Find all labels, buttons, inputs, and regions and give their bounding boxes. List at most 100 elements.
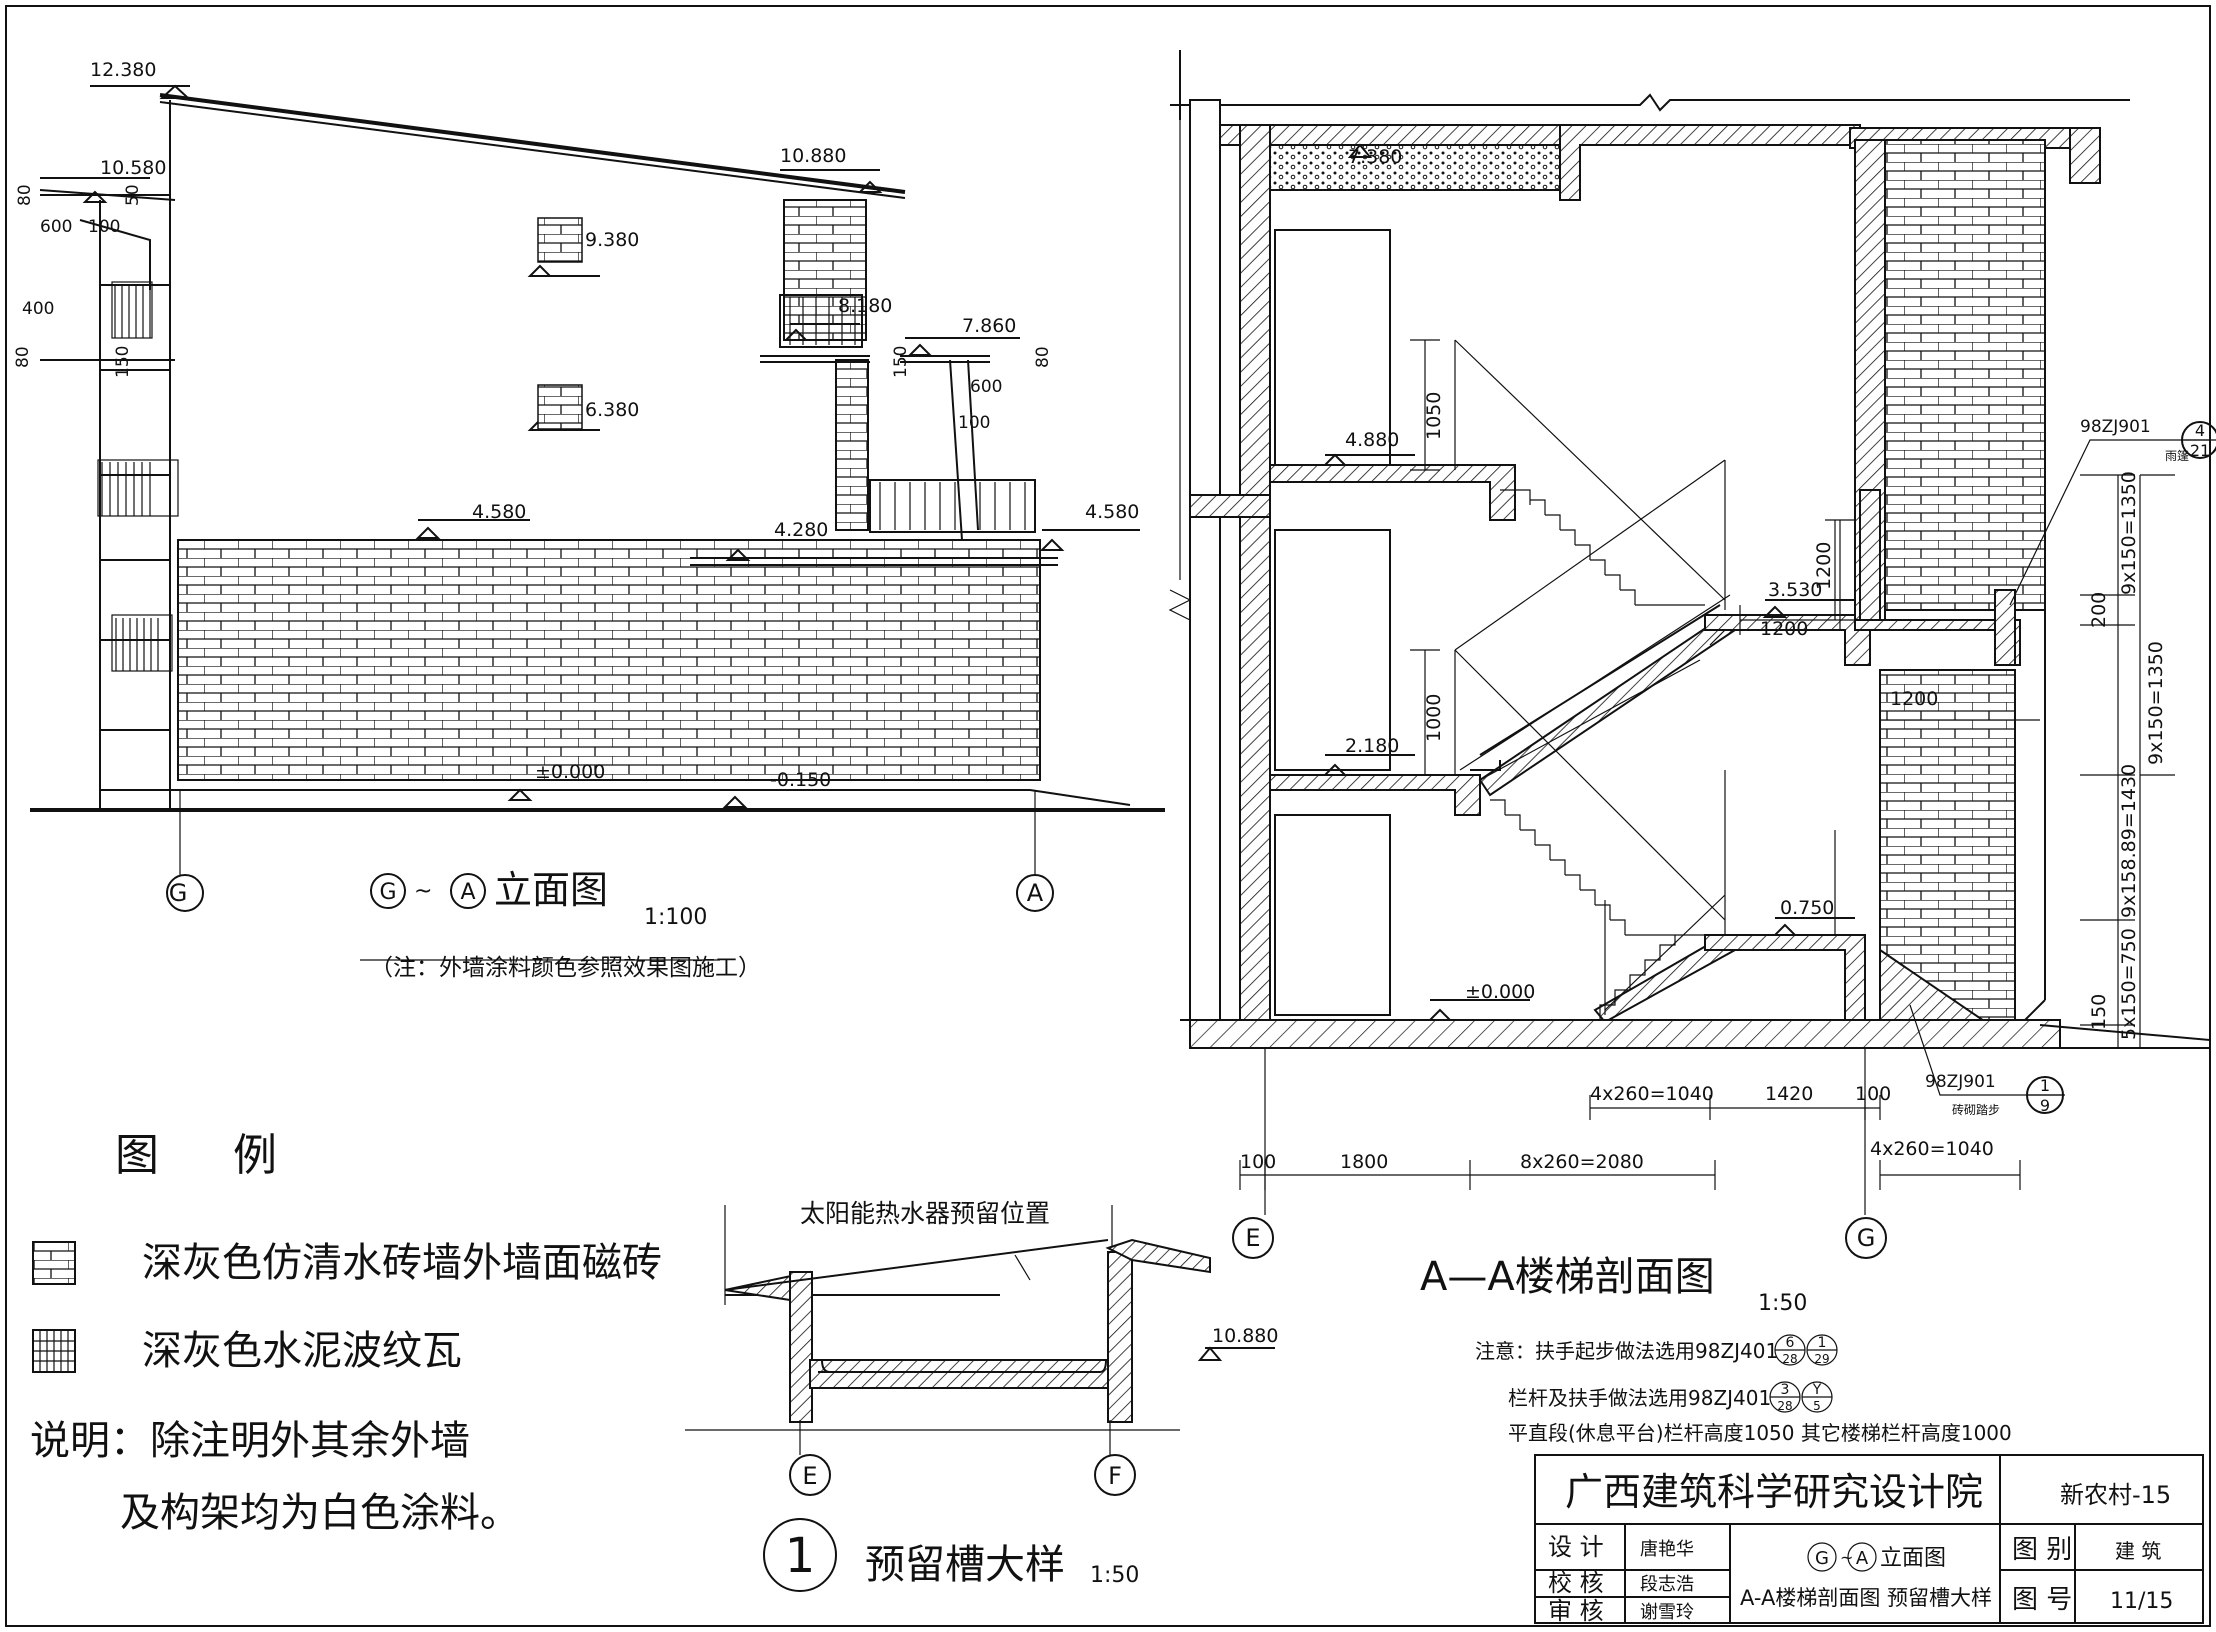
role-3: 审 核 [1548,1597,1604,1625]
elev-level-5: 8.180 [838,295,892,317]
section-level-1: 7.380 [1348,146,1402,168]
legend-item-1-label: 深灰色仿清水砖墙外墙面磁砖 [142,1240,662,1286]
section-note-3: 平直段(休息平台)栏杆高度1050 其它楼梯栏杆高度1000 [1508,1421,2012,1445]
drawing-name-axis-1: G [1815,1548,1829,1569]
section-note-1: 注意：扶手起步做法选用98ZJ401 [1475,1339,1778,1363]
elev-level-9: 4.280 [774,519,828,541]
section-axis-right: G [1857,1224,1876,1252]
category-label: 图 别 [2012,1535,2072,1565]
elev-level-10: 4.580 [1085,501,1139,523]
brick-hatch-icon [32,1241,76,1285]
legend-item-2-label: 深灰色水泥波纹瓦 [142,1328,462,1374]
detail-axis-right: F [1108,1462,1122,1490]
section-level-3: 3.530 [1768,579,1822,601]
elev-dim-7: 150 [113,346,133,378]
ref-step-code: 98ZJ901 [1925,1072,1996,1092]
elev-dim-10: 600 [970,377,1002,397]
detail-level: 10.880 [1212,1325,1278,1347]
note-ref-1-num: 6 [1786,1335,1795,1351]
section-vdim-9: 150 [2088,994,2110,1030]
section-vdim-4: 9x150=1350 [2118,471,2140,595]
svg-text:~: ~ [1840,1548,1853,1567]
section-hdim-row2-2: 1800 [1340,1151,1388,1173]
section-vdim-2: 1200 [1813,542,1835,590]
drawing-name-axis-2: A [1856,1548,1869,1569]
elev-level-12: -0.150 [770,769,831,791]
section-hdim-row1-2: 1420 [1765,1083,1813,1105]
section-hdim-row2-4: 4x260=1040 [1870,1138,1994,1160]
ref-canopy-page: 21 [2190,441,2210,460]
note-ref-2-page: 29 [1814,1352,1829,1366]
elev-dim-11: 100 [958,413,990,433]
axis-bubble-A [1016,874,1054,912]
section-hdim-top-1: 1200 [1890,688,1938,710]
section-hdim-row1-1: 4x260=1040 [1590,1083,1714,1105]
title-project: 新农村-15 [2060,1481,2171,1509]
note-ref-1-page: 28 [1782,1352,1797,1366]
detail-title: 预留槽大样 [865,1542,1065,1588]
section-level-4: 2.180 [1345,735,1399,757]
name-2: 段志浩 [1640,1574,1694,1595]
section-vdim-3: 1000 [1423,694,1445,742]
section-level-5: 0.750 [1780,897,1834,919]
note-ref-4-page: 5 [1813,1399,1821,1413]
stair-section-drawing [1168,50,2216,1259]
section-hdim-top-2: 1200 [1760,618,1808,640]
elev-axis-left-label: G [169,879,188,907]
elev-dim-6: 80 [13,346,33,368]
sheet-border [5,5,2211,1627]
section-hdim-row1-3: 100 [1855,1083,1891,1105]
axis-bubble-G [166,874,204,912]
section-vdim-8: 5x150=750 [2118,928,2140,1040]
category-value: 建 筑 [2115,1539,2161,1563]
roof-tile-hatch-icon [32,1329,76,1373]
note-ref-2-num: 1 [1818,1335,1827,1351]
elev-dim-9: 80 [1033,346,1053,368]
role-1: 设 计 [1548,1533,1604,1561]
section-level-2: 4.880 [1345,429,1399,451]
elev-dim-4: 100 [88,217,120,237]
section-hdim-row2-1: 100 [1240,1151,1276,1173]
elev-level-11: ±0.000 [535,761,605,783]
elev-dim-1: 80 [15,184,35,206]
ref-step-page: 9 [2040,1096,2050,1115]
detail-axis-left: E [802,1462,817,1490]
section-note-2: 栏杆及扶手做法选用98ZJ401 [1508,1386,1771,1410]
ref-canopy-code: 98ZJ901 [2080,417,2151,437]
detail-label: 太阳能热水器预留位置 [800,1199,1050,1228]
note-ref-4-num: Y [1812,1382,1822,1398]
section-axis-left: E [1245,1224,1260,1252]
brick-wall [177,539,1041,781]
elev-level-2: 10.580 [100,157,166,179]
section-vdim-5: 200 [2088,592,2110,628]
section-scale: 1:50 [1758,1291,1807,1316]
note-ref-3-page: 28 [1777,1399,1792,1413]
elev-title-axis-1: G [379,880,396,905]
elev-dim-5: 400 [22,299,54,319]
elev-level-4: 9.380 [585,229,639,251]
legend-note-line-2: 及构架均为白色涂料。 [120,1490,520,1536]
elevation-title: 立面图 [494,868,608,912]
ref-canopy-num: 4 [2195,421,2205,440]
name-1: 唐艳华 [1640,1539,1694,1560]
section-title: A—A楼梯剖面图 [1420,1254,1715,1300]
detail-number: 1 [785,1528,816,1584]
title-institute: 广西建筑科学研究设计院 [1565,1470,1983,1514]
elev-dim-2: 50 [123,184,143,206]
section-level-6: ±0.000 [1465,981,1535,1003]
elev-level-1: 12.380 [90,59,156,81]
name-3: 谢雪玲 [1640,1602,1694,1623]
role-2: 校 核 [1548,1569,1604,1597]
number-label: 图 号 [2012,1585,2072,1615]
legend-title: 图 例 [115,1130,307,1181]
note-ref-symbols [1769,1334,1838,1413]
elev-level-8: 4.580 [472,501,526,523]
elev-dim-3: 600 [40,217,72,237]
detail-drawing [685,1205,1275,1592]
detail-scale: 1:50 [1090,1563,1139,1588]
elev-level-7: 6.380 [585,399,639,421]
elev-level-3: 10.880 [780,145,846,167]
drawing-name-1: 立面图 [1880,1546,1946,1571]
legend-note-line-1: 说明：除注明外其余外墙 [30,1418,470,1464]
